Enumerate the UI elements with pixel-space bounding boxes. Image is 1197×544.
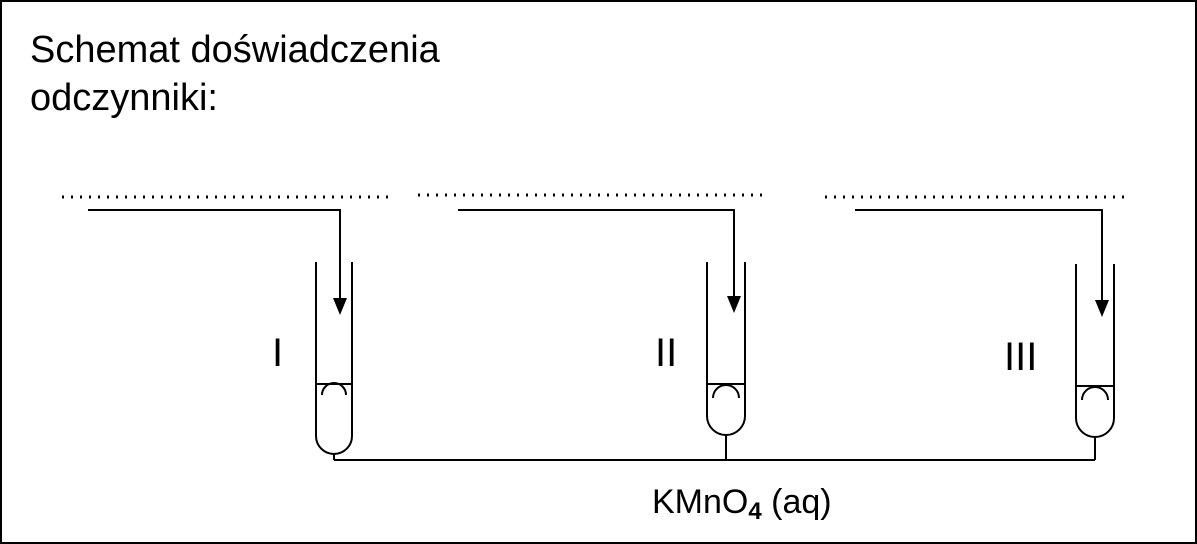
reagent-label: KMnO4 (aq)	[652, 483, 832, 525]
reagent-subscript: 4	[748, 498, 762, 525]
tube-label-2: II	[655, 331, 677, 375]
tube-label-3: III	[1004, 335, 1037, 379]
diagram-title: Schemat doświadczenia	[30, 29, 441, 71]
reagents-caption: odczynniki:	[30, 77, 218, 119]
arrow-to-tube-2	[458, 209, 741, 313]
reagent-state: (aq)	[762, 483, 832, 521]
tube-label-1: I	[272, 331, 283, 375]
arrow-to-tube-3	[855, 209, 1109, 317]
arrow-to-tube-1	[88, 209, 347, 315]
reagent-formula: KMnO	[652, 483, 748, 521]
reagent-bracket	[333, 434, 1096, 461]
